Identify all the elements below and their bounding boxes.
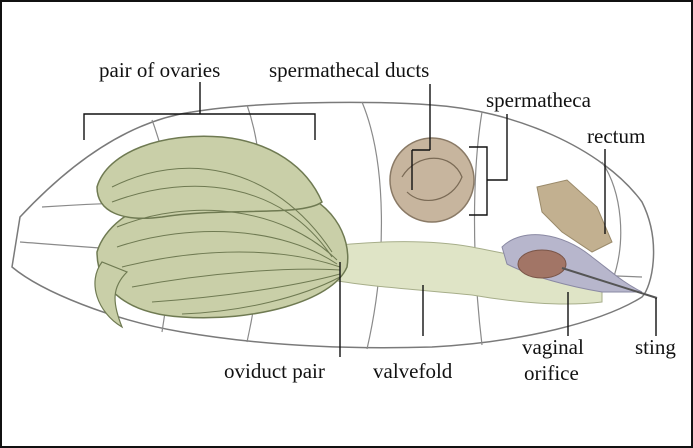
sting-bulb <box>518 250 566 278</box>
label-sting: sting <box>635 336 676 358</box>
label-rectum: rectum <box>587 125 645 147</box>
label-pair-of-ovaries: pair of ovaries <box>99 59 220 81</box>
label-spermathecal-ducts: spermathecal ducts <box>269 59 429 81</box>
label-vaginal-orifice-line2: orifice <box>524 362 579 384</box>
label-oviduct-pair: oviduct pair <box>224 360 325 382</box>
spermatheca-shape <box>390 138 474 222</box>
label-spermatheca: spermatheca <box>486 89 591 111</box>
label-vaginal-orifice-line1: vaginal <box>522 336 584 358</box>
label-valvefold: valvefold <box>373 360 452 382</box>
